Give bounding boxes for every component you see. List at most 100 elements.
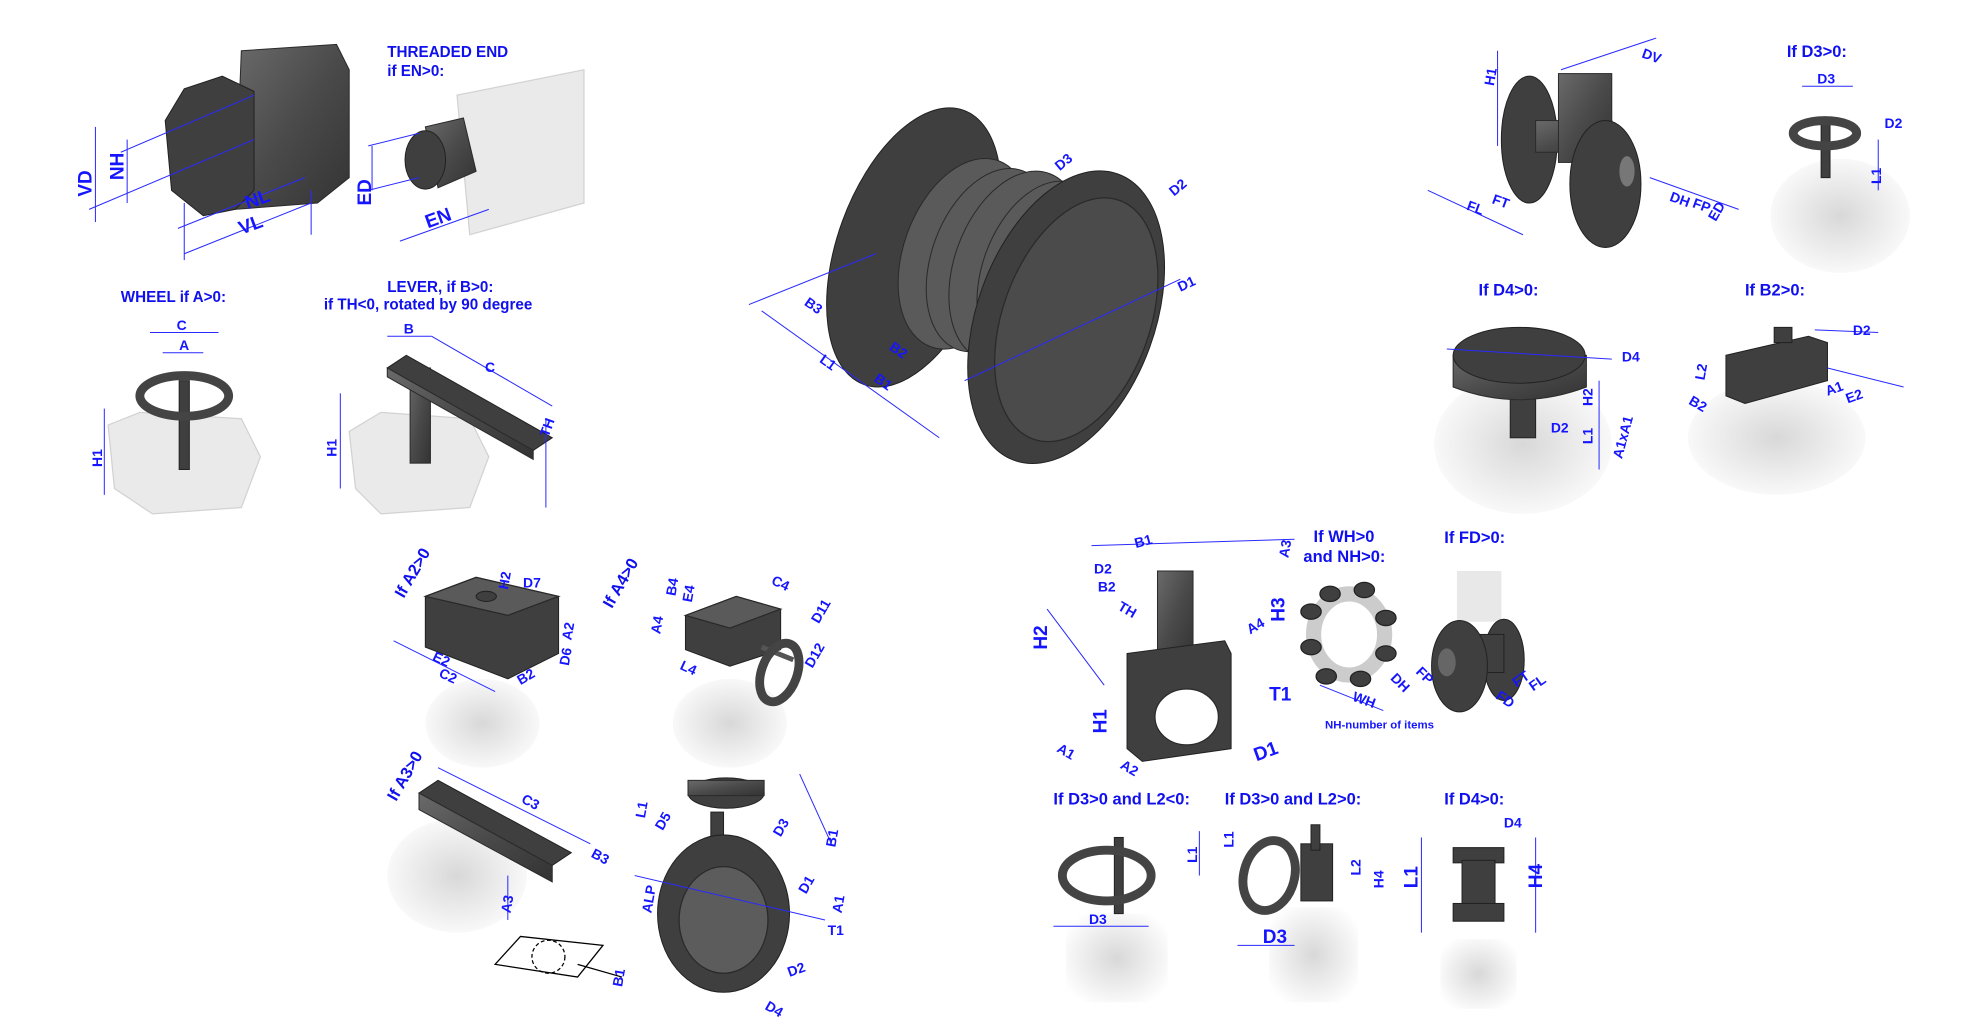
dim-H3: H3 [1268,597,1289,621]
dim-L1: L1 [632,800,651,819]
dim-H2: H2 [495,570,514,591]
wafer-body-figure: L1 D5 D3 B1 ALP D1 A1 T1 D2 D4 [632,773,848,1021]
dim-ALP: ALP [638,884,659,914]
caption-lever: LEVER, if B>0: [387,279,493,296]
dim-D2: D2 [1094,561,1112,577]
dim-WH: WH [1351,688,1378,711]
dim-A1: A1 [1823,378,1845,399]
a2-square-figure: If A2>0 H2 D7 A2 D6 E2 C2 B2 [392,545,577,768]
dim-A1: A1 [829,894,848,915]
dim-D5: D5 [651,809,674,833]
dim-B2: B2 [514,665,538,688]
dim-H2: H2 [1580,388,1596,406]
caption-threaded-end-condition: if EN>0: [387,63,444,80]
dim-A: A [179,337,189,353]
dim-D3: D3 [1089,911,1107,927]
body-top-figure: H1 DV FT FL DH FP ED [1427,37,1739,248]
dim-D3: D3 [1263,927,1287,948]
dim-TH: TH [536,416,557,439]
dim-L1: L1 [1184,846,1200,863]
dim-FP: FP [1691,195,1713,216]
caption-wheel: WHEEL if A>0: [121,289,226,306]
dim-D3: D3 [1051,150,1075,174]
dim-FT: FT [1490,191,1512,212]
dim-B4: B4 [663,576,682,597]
dim-B: B [404,321,414,337]
d3-l2-positive-figure: If D3>0 and L2>0: L1 L2 H4 D3 [1221,790,1386,1003]
dim-A4: A4 [647,614,666,635]
dim-A2: A2 [1118,756,1142,779]
dim-D2: D2 [1166,175,1190,199]
dim-H1: H1 [89,449,105,467]
flange-figure: If FD>0: FP FD FT FL [1413,529,1549,713]
dim-A1: A1 [1054,740,1078,763]
dim-C3: C3 [519,790,542,813]
dim-C2: C2 [437,665,460,687]
dim-D3: D3 [769,815,792,839]
dim-FL: FL [1465,197,1487,218]
wheel-figure: WHEEL if A>0: C A H1 [89,289,262,515]
dim-B2: B2 [1098,578,1116,594]
schematic-top-view: B1 [493,935,628,988]
dim-NH: NH [107,153,128,180]
dim-H4: H4 [1526,863,1547,888]
caption-b2: If B2>0: [1745,282,1805,300]
lever-figure: LEVER, if B>0: if TH<0, rotated by 90 de… [324,279,558,515]
d4-disc-figure: If D4>0: D4 H2 L1 D2 A1xA1 [1434,282,1640,514]
dim-D1: D1 [795,872,818,896]
dim-B3: B3 [589,845,612,868]
dim-L4: L4 [678,657,700,678]
d3-handwheel-figure: If D3>0: D3 D2 L1 [1770,43,1910,273]
dim-H2: H2 [1031,625,1052,649]
caption-d3-l2-neg: If D3>0 and L2<0: [1053,790,1190,808]
dim-E2: E2 [1843,385,1865,406]
dim-VL: VL [236,211,266,239]
dim-L2: L2 [1348,859,1364,876]
dim-D1: D1 [1175,272,1198,294]
a4-square-figure: If A4>0 B4 E4 C4 A4 L4 D11 D12 [600,555,834,768]
dim-L1: L1 [1402,866,1423,889]
a3-square-figure: If A3>0 C3 B3 A3 B1 [384,748,628,987]
dim-D3: D3 [1817,71,1835,87]
dim-H4: H4 [1370,870,1386,888]
caption-threaded-end: THREADED END [387,44,508,61]
caption-d4: If D4>0: [1479,282,1539,300]
caption-fd: If FD>0: [1444,529,1505,547]
dim-D4: D4 [763,998,787,1021]
dim-EN: EN [422,204,454,233]
dim-L1: L1 [1221,831,1237,848]
dim-A3: A3 [1275,538,1294,559]
dim-L1: L1 [817,351,840,374]
dim-A3: A3 [498,894,517,915]
caption-d3: If D3>0: [1787,43,1847,61]
dim-T1: T1 [1269,684,1292,705]
threaded-end-figure: THREADED END if EN>0: ED EN [355,44,585,242]
dim-L2: L2 [1692,362,1711,381]
dim-B2: B2 [1686,392,1710,415]
dim-A4: A4 [1244,614,1268,637]
caption-d4-bottom: If D4>0: [1444,790,1504,808]
dim-H1: H1 [1481,66,1500,87]
dim-DH: DH [1388,670,1414,696]
dim-A2: A2 [558,621,577,642]
dim-D2: D2 [1853,322,1871,338]
dim-B1: B1 [822,828,841,849]
dim-VD: VD [76,170,97,196]
dim-D4: D4 [1504,814,1522,830]
hex-end-figure: VD NH NL VL [76,43,350,261]
nh-note: NH-number of items [1325,719,1434,731]
dim-B1: B1 [1133,531,1155,551]
wheel-handles-figure: If WH>0 and NH>0: WH DH NH-number of ite… [1300,528,1434,731]
dim-D4: D4 [1622,349,1640,365]
dim-H1: H1 [1091,709,1112,734]
caption-lever-condition: if TH<0, rotated by 90 degree [324,297,532,314]
dim-D6: D6 [556,646,575,667]
dim-D1: D1 [1251,738,1281,766]
dim-TH: TH [1115,598,1139,621]
dim-H1: H1 [324,439,340,457]
dim-A1xA1: A1xA1 [1609,414,1636,460]
dim-DV: DV [1640,45,1664,67]
dim-L1: L1 [1868,167,1884,184]
caption-d3-l2-pos: If D3>0 and L2>0: [1225,790,1362,808]
